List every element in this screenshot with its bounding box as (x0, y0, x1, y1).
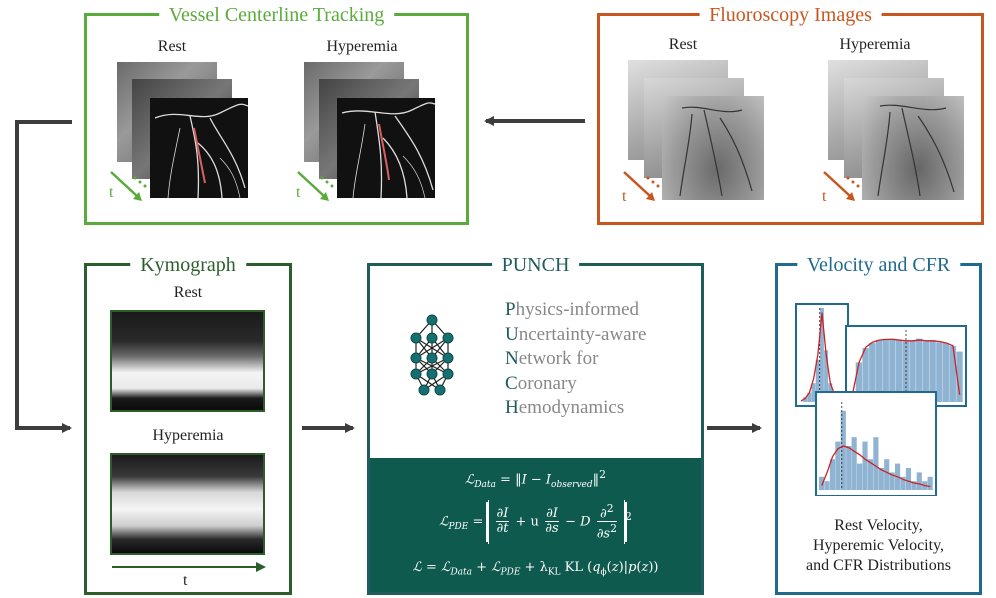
vessel-rest-label: Rest (157, 38, 187, 55)
hist-bar (875, 340, 883, 402)
hist-bar (857, 463, 863, 490)
fluoro-hyp-time-arrow (823, 171, 860, 201)
vessel-rest-time-arrow (110, 171, 147, 201)
kymo-time-label: t (183, 572, 188, 589)
hist-bar (911, 481, 917, 490)
arrow-vessel-to-kymograph (15, 120, 72, 433)
vessel-hyp-time-label: t (296, 184, 301, 201)
punch-equations-panel: ℒData = ‖I − Iobserved‖2 ℒPDE = ∂I∂t + u… (370, 458, 701, 592)
fitted-density-curve (821, 445, 931, 488)
distribution-plots (795, 303, 967, 496)
fluoroscopy-title: Fluoroscopy Images (699, 2, 882, 28)
hist-bar (855, 362, 863, 402)
hist-bar (922, 341, 930, 402)
hist-bar (824, 481, 830, 490)
velocity-title: Velocity and CFR (796, 252, 961, 278)
hist-bar (900, 476, 906, 490)
hist-bar (807, 392, 812, 402)
hist-bar (862, 441, 868, 490)
hist-bar (862, 348, 869, 402)
fluoroscopy-panel: Fluoroscopy Images Rest Hyperemia t t (597, 2, 984, 225)
kymo-rest-image (110, 310, 265, 412)
vessel-hyp-tree (341, 102, 436, 199)
caption-line-1: Rest Velocity, (834, 517, 923, 534)
vessel-hyperemia-label: Hyperemia (326, 38, 398, 55)
acronym-line-c: Coronary (505, 372, 577, 394)
caption-line-3: and CFR Distributions (806, 557, 951, 574)
punch-title: PUNCH (491, 252, 580, 278)
hist-bar (829, 459, 836, 490)
acronym-line-p: Physics-informed (505, 299, 640, 320)
hist-bar (835, 441, 841, 490)
kymo-rest-label: Rest (173, 284, 203, 301)
kymograph-panel: Kymograph Rest Hyperemia t (84, 252, 292, 595)
velocity-caption: Rest Velocity, Hyperemic Velocity, and C… (778, 516, 979, 576)
fitted-density-curve (851, 338, 961, 395)
hist-bar (949, 345, 956, 402)
vessel-rest-time-label: t (109, 184, 114, 201)
vessel-tracking-panel: Vessel Centerline Tracking Rest Hyperemi… (84, 2, 469, 225)
fluoro-hyp-vessels (877, 104, 955, 197)
vessel-hyp-frame-front (337, 98, 436, 199)
hist-bar (824, 350, 829, 402)
punch-acronym: Physics-informed Uncertainty-aware Netwo… (505, 298, 646, 421)
vessel-hyp-time-arrow (297, 171, 334, 201)
fluoro-hyp-time-label: t (822, 188, 827, 205)
hist-bar (929, 340, 936, 402)
kymo-hyperemia-label: Hyperemia (152, 427, 224, 444)
neural-network-icon (410, 314, 454, 396)
hist-bar (889, 338, 896, 402)
hist-bar (869, 342, 876, 402)
fluoro-rest-time-arrow (623, 171, 660, 201)
hist-bar (916, 338, 923, 402)
hist-bar (878, 468, 884, 490)
hist-bar (905, 468, 912, 490)
fluoro-rest-frame-front (662, 96, 764, 200)
hist-bar (819, 476, 825, 490)
hist-bar (815, 359, 820, 402)
hist-bar (819, 308, 824, 402)
acronym-line-h: Hemodynamics (505, 397, 625, 418)
hist-bar (846, 446, 852, 490)
hist-bar (811, 383, 816, 402)
hist-bar (803, 397, 808, 402)
hist-bar (895, 340, 903, 402)
fluoro-hyp-frame-front (862, 96, 964, 200)
hist-bar (942, 342, 950, 402)
vessel-tracking-title: Vessel Centerline Tracking (158, 2, 395, 28)
hist-bar (884, 459, 890, 490)
eq-data-loss: ℒData = ‖I − Iobserved‖2 (464, 468, 607, 490)
hist-bar (873, 437, 879, 490)
kymo-hyperemia-image (110, 453, 265, 555)
hist-bar (851, 437, 857, 490)
hist-bar (909, 340, 916, 402)
acronym-line-u: Uncertainty-aware (505, 323, 647, 345)
hist-bar (882, 339, 889, 402)
kymo-time-arrow (112, 562, 266, 572)
cfr-distribution-plot (815, 391, 937, 496)
caption-line-2: Hyperemic Velocity, (812, 537, 945, 554)
fluoro-rest-vessels (679, 106, 753, 197)
hist-bar (889, 472, 895, 490)
eq-total-loss: ℒ = ℒData + ℒPDE + λKL KL (qϕ(z)|p(z)) (412, 560, 659, 578)
punch-panel: PUNCH Physics-informed Uncertainty-aware… (367, 252, 704, 595)
velocity-panel: Velocity and CFR Rest Velocity, Hyperemi… (775, 252, 982, 595)
hist-bar (840, 410, 846, 490)
fluoro-rest-time-label: t (622, 188, 627, 205)
kymograph-title: Kymograph (130, 252, 246, 278)
hist-bar (867, 459, 874, 490)
rest-distribution-plot (795, 303, 849, 407)
hist-bar (927, 476, 933, 490)
fluoro-hyperemia-label: Hyperemia (839, 36, 911, 53)
vessel-rest-frame-front (150, 98, 249, 199)
hist-bar (956, 351, 963, 402)
vessel-rest-tree (154, 103, 249, 199)
hist-bar (936, 342, 943, 402)
hist-bar (916, 472, 922, 490)
acronym-line-n: Network for (505, 348, 599, 369)
fluoro-rest-label: Rest (668, 36, 698, 53)
